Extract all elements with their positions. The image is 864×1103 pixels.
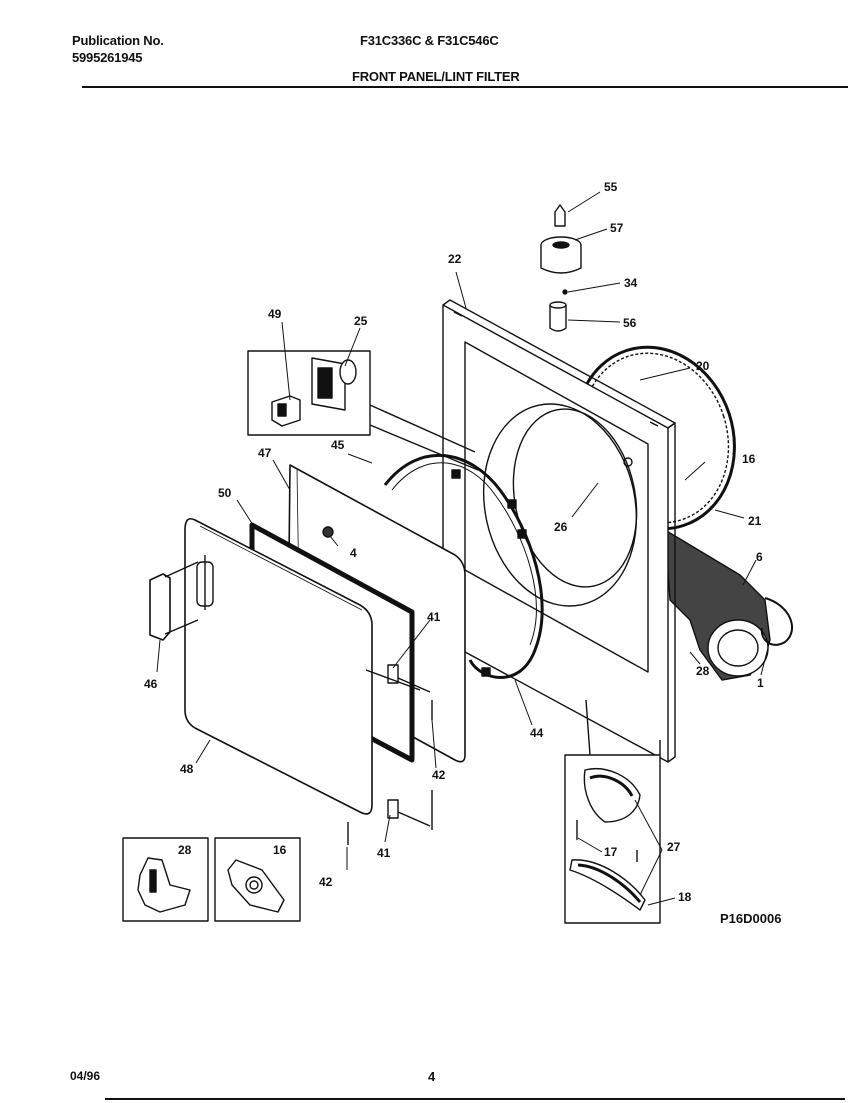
callout-57: 57 [610, 221, 624, 235]
inset-callout-16: 16 [273, 843, 287, 857]
callout-44: 44 [530, 726, 544, 740]
inset-callout-28: 28 [178, 843, 192, 857]
callout-25: 25 [354, 314, 368, 328]
drawing-code: P16D0006 [720, 911, 782, 926]
callout-41-lower: 41 [377, 846, 391, 860]
callout-27: 27 [667, 840, 681, 854]
callout-42-lower: 42 [319, 875, 333, 889]
callout-22: 22 [448, 252, 462, 266]
page-number: 4 [428, 1069, 436, 1084]
callout-21: 21 [748, 514, 762, 528]
callout-49: 49 [268, 307, 282, 321]
callout-47: 47 [258, 446, 272, 460]
callout-26: 26 [554, 520, 568, 534]
publication-label: Publication No. [72, 33, 164, 48]
callout-46: 46 [144, 677, 158, 691]
publication-number: 5995261945 [72, 50, 143, 65]
callout-42-upper: 42 [432, 768, 446, 782]
callout-55: 55 [604, 180, 618, 194]
front-panel-drawing [442, 299, 676, 763]
callout-45: 45 [331, 438, 345, 452]
inset-clip-16-drawing [214, 837, 301, 922]
callout-56: 56 [623, 316, 637, 330]
callout-48: 48 [180, 762, 194, 776]
callout-41-upper: 41 [427, 610, 441, 624]
callout-6: 6 [756, 550, 763, 564]
callout-34: 34 [624, 276, 638, 290]
callout-16: 16 [742, 452, 756, 466]
footer-date: 04/96 [70, 1069, 101, 1083]
callout-20: 20 [696, 359, 710, 373]
callout-17: 17 [604, 845, 618, 859]
callout-50: 50 [218, 486, 232, 500]
hinge-hardware-drawing [347, 664, 433, 845]
door-handle-drawing [149, 561, 199, 641]
section-title: FRONT PANEL/LINT FILTER [352, 69, 520, 84]
callout-1: 1 [757, 676, 764, 690]
footer-rule [105, 1098, 845, 1100]
outer-door-drawing [184, 517, 373, 815]
inset-clip-28-drawing [122, 837, 209, 922]
callout-18: 18 [678, 890, 692, 904]
callout-4: 4 [350, 546, 357, 560]
door-switch-inset-drawing [247, 350, 479, 471]
leader-lines [156, 191, 771, 906]
lint-trap-inset-drawing [564, 699, 661, 924]
blower-housing-drawing [664, 529, 794, 681]
callout-28: 28 [696, 664, 710, 678]
model-numbers: F31C336C & F31C546C [360, 33, 499, 48]
lint-filter-knob-drawing [540, 204, 582, 332]
header-rule [82, 86, 848, 88]
